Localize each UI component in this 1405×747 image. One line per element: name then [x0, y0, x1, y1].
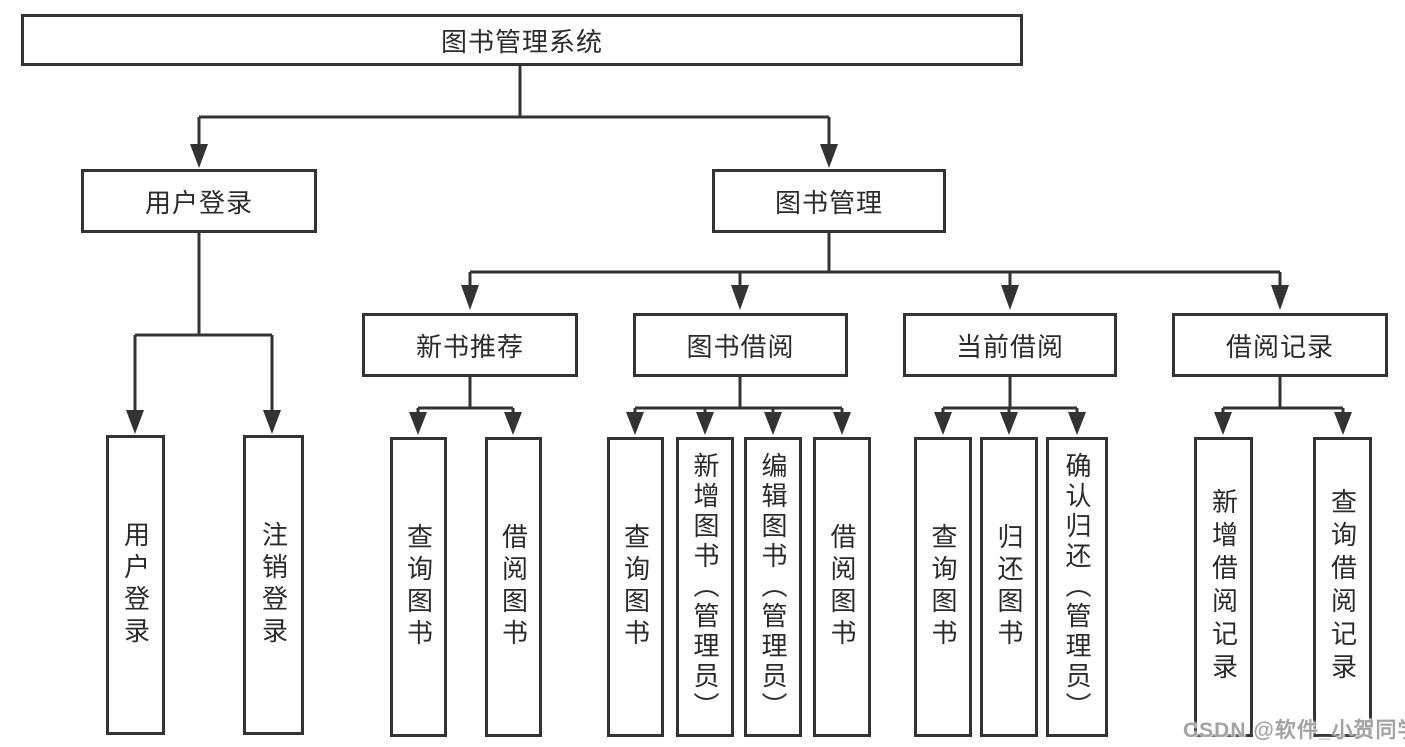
- leaf-edit-books-admin: 编辑图书（管理员）: [744, 437, 802, 737]
- leaf-edit-books-admin-label: 编辑图书（管理员）: [758, 452, 788, 722]
- node-root-label: 图书管理系统: [440, 26, 603, 57]
- node-new-book-recommendation: 新书推荐: [362, 313, 578, 377]
- leaf-confirm-return-admin: 确认归还（管理员）: [1046, 437, 1108, 737]
- leaf-add-books-admin-label: 新增图书（管理员）: [690, 452, 720, 722]
- node-user-login: 用户登录: [81, 169, 317, 233]
- connector-current-borrowing: [941, 377, 1079, 416]
- leaf-rec-query-books: 查询图书: [390, 437, 447, 737]
- node-current-borrowing-label: 当前借阅: [955, 331, 1064, 362]
- leaf-add-borrow-record: 新增借阅记录: [1194, 437, 1253, 737]
- arrowheads: [126, 144, 1352, 435]
- node-borrowing-records-label: 借阅记录: [1225, 331, 1334, 362]
- leaf-add-books-admin: 新增图书（管理员）: [676, 437, 734, 737]
- node-borrowing-records: 借阅记录: [1172, 313, 1388, 377]
- connector-root: [197, 66, 831, 148]
- node-book-borrowing: 图书借阅: [633, 313, 848, 377]
- node-book-borrowing-label: 图书借阅: [686, 331, 795, 362]
- leaf-rec-query-books-label: 查询图书: [403, 523, 434, 651]
- node-book-management: 图书管理: [712, 169, 946, 233]
- leaf-current-query-books-label: 查询图书: [928, 523, 958, 651]
- leaf-borrow-query-books: 查询图书: [607, 437, 664, 737]
- connector-borrowing-records: [1221, 377, 1345, 416]
- connector-new-book-recommendation: [416, 377, 515, 416]
- leaf-borrow-borrow-books: 借阅图书: [813, 437, 871, 737]
- leaf-return-books-label: 归还图书: [994, 523, 1024, 651]
- leaf-add-borrow-record-label: 新增借阅记录: [1208, 488, 1239, 686]
- leaf-return-books: 归还图书: [980, 437, 1038, 737]
- leaf-query-borrow-record-label: 查询借阅记录: [1327, 488, 1358, 686]
- connector-book-borrowing: [633, 377, 844, 416]
- leaf-logout-label: 注销登录: [258, 521, 289, 649]
- leaf-confirm-return-admin-label: 确认归还（管理员）: [1062, 452, 1092, 722]
- leaf-rec-borrow-books: 借阅图书: [485, 437, 542, 737]
- leaf-logout: 注销登录: [243, 435, 304, 735]
- leaf-current-query-books: 查询图书: [914, 437, 972, 737]
- leaf-query-borrow-record: 查询借阅记录: [1313, 437, 1372, 737]
- leaf-borrow-query-books-label: 查询图书: [620, 523, 651, 651]
- node-new-book-recommendation-label: 新书推荐: [415, 331, 524, 362]
- node-current-borrowing: 当前借阅: [903, 313, 1117, 377]
- leaf-borrow-borrow-books-label: 借阅图书: [827, 523, 857, 651]
- connector-book-management: [468, 233, 1282, 286]
- connector-user-login: [133, 233, 274, 416]
- node-user-login-label: 用户登录: [144, 187, 253, 218]
- watermark: CSDN @软件_小贺同学: [1183, 719, 1405, 742]
- node-book-management-label: 图书管理: [774, 187, 883, 218]
- leaf-rec-borrow-books-label: 借阅图书: [498, 523, 529, 651]
- leaf-user-login-label: 用户登录: [120, 521, 151, 649]
- leaf-user-login: 用户登录: [106, 435, 165, 735]
- node-root: 图书管理系统: [21, 14, 1023, 66]
